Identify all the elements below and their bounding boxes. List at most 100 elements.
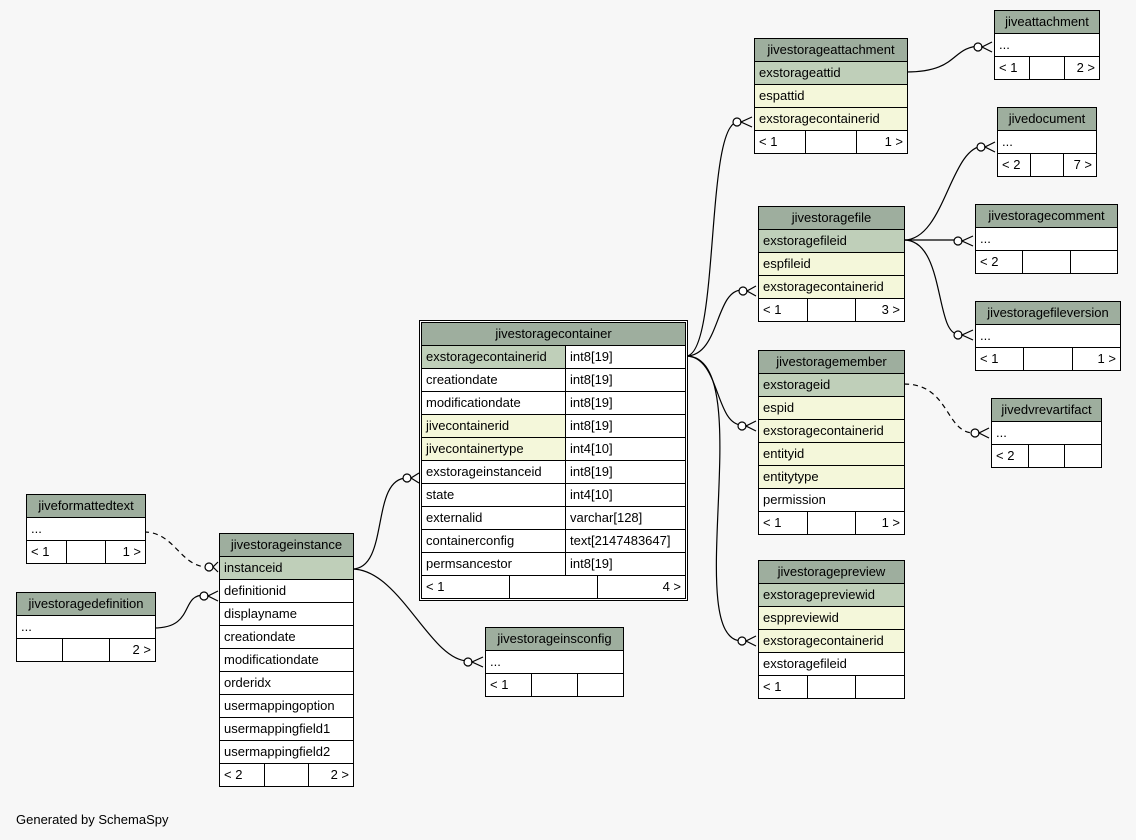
parents-link[interactable]: < 1 <box>426 579 445 594</box>
column-row[interactable]: ... <box>992 422 1101 445</box>
column-row[interactable]: ... <box>976 325 1120 348</box>
parents-link[interactable]: < 1 <box>999 60 1018 75</box>
table-jiveformattedtext[interactable]: jiveformattedtext... < 1 1 > <box>26 494 146 564</box>
column-row[interactable]: instanceid <box>220 557 353 580</box>
column-row[interactable]: espfileid <box>759 253 904 276</box>
children-link[interactable]: 1 > <box>1071 348 1120 370</box>
children-link[interactable]: 1 > <box>105 541 145 563</box>
column-row[interactable]: permission <box>759 489 904 512</box>
parents-link[interactable] <box>17 639 62 661</box>
parents-link[interactable]: < 1 <box>980 351 999 366</box>
table-title[interactable]: jivestoragepreview <box>759 561 904 584</box>
children-link[interactable]: 1 > <box>856 131 907 153</box>
parents-link[interactable]: < 2 <box>1002 157 1021 172</box>
table-title[interactable]: jivestorageattachment <box>755 39 907 62</box>
table-title[interactable]: jivestoragefileversion <box>976 302 1120 325</box>
children-link[interactable] <box>1064 445 1101 467</box>
column-row[interactable]: entitytype <box>759 466 904 489</box>
column-row[interactable]: exstoragefileid <box>759 230 904 253</box>
column-row[interactable]: exstoragecontainerid <box>759 420 904 443</box>
column-row[interactable]: creationdate <box>220 626 353 649</box>
table-jivestorageinsconfig[interactable]: jivestorageinsconfig... < 1 <box>485 627 624 697</box>
column-row[interactable]: ... <box>976 228 1117 251</box>
children-link[interactable]: 2 > <box>308 764 353 786</box>
column-name: modificationdate <box>426 395 521 410</box>
column-row[interactable]: displayname <box>220 603 353 626</box>
table-title[interactable]: jivestoragedefinition <box>17 593 155 616</box>
column-row[interactable]: modificationdate <box>220 649 353 672</box>
parents-link[interactable]: < 1 <box>490 677 509 692</box>
column-row[interactable]: exstorageattid <box>755 62 907 85</box>
table-jivedocument[interactable]: jivedocument... < 2 7 > <box>997 107 1097 177</box>
column-row[interactable]: exstoragepreviewid <box>759 584 904 607</box>
column-row[interactable]: ... <box>27 518 145 541</box>
table-jivestoragecomment[interactable]: jivestoragecomment... < 2 <box>975 204 1118 274</box>
table-title[interactable]: jivedvrevartifact <box>992 399 1101 422</box>
parents-link[interactable]: < 1 <box>763 679 782 694</box>
column-row[interactable]: exstoragecontainerid <box>759 276 904 299</box>
column-row[interactable]: ... <box>995 34 1099 57</box>
column-row[interactable]: usermappingfield1 <box>220 718 353 741</box>
column-row[interactable]: entityid <box>759 443 904 466</box>
column-row[interactable]: exstoragefileid <box>759 653 904 676</box>
children-link[interactable]: 4 > <box>597 576 685 598</box>
table-title[interactable]: jivestoragemember <box>759 351 904 374</box>
column-row[interactable]: esppreviewid <box>759 607 904 630</box>
table-title[interactable]: jivestoragecomment <box>976 205 1117 228</box>
table-title[interactable]: jivestorageinsconfig <box>486 628 623 651</box>
parents-link[interactable]: < 2 <box>224 767 243 782</box>
column-row[interactable]: ... <box>17 616 155 639</box>
parents-link[interactable]: < 1 <box>763 302 782 317</box>
children-link[interactable]: 7 > <box>1063 154 1096 176</box>
children-link[interactable]: 2 > <box>108 639 155 661</box>
parents-link[interactable]: < 2 <box>980 254 999 269</box>
table-title[interactable]: jivestoragefile <box>759 207 904 230</box>
column-row[interactable]: exstoragecontainerid <box>759 630 904 653</box>
column-row[interactable]: orderidx <box>220 672 353 695</box>
column-row[interactable]: exstoragecontainerid <box>755 108 907 131</box>
column-row[interactable]: espid <box>759 397 904 420</box>
children-link[interactable] <box>577 674 623 696</box>
table-jivestoragefileversion[interactable]: jivestoragefileversion... < 1 1 > <box>975 301 1121 371</box>
children-link[interactable] <box>855 676 904 698</box>
column-row[interactable]: exstorageid <box>759 374 904 397</box>
children-link[interactable]: 2 > <box>1064 57 1099 79</box>
table-title[interactable]: jivestorageinstance <box>220 534 353 557</box>
table-title[interactable]: jivedocument <box>998 108 1096 131</box>
children-link[interactable]: 3 > <box>855 299 904 321</box>
column-row[interactable]: definitionid <box>220 580 353 603</box>
column-row[interactable]: ... <box>486 651 623 674</box>
table-title[interactable]: jiveattachment <box>995 11 1099 34</box>
table-jivestoragedefinition[interactable]: jivestoragedefinition...2 > <box>16 592 156 662</box>
parents-link[interactable]: < 2 <box>996 448 1015 463</box>
column-row[interactable]: usermappingoption <box>220 695 353 718</box>
table-jivedvrevartifact[interactable]: jivedvrevartifact... < 2 <box>991 398 1102 468</box>
table-title[interactable]: jivestoragecontainer <box>422 323 685 346</box>
parents-link[interactable]: < 1 <box>759 134 778 149</box>
parents-link[interactable]: < 1 <box>763 515 782 530</box>
table-title[interactable]: jiveformattedtext <box>27 495 145 518</box>
column-row[interactable]: ... <box>998 131 1096 154</box>
table-jiveattachment[interactable]: jiveattachment... < 1 2 > <box>994 10 1100 80</box>
column-row[interactable]: espattid <box>755 85 907 108</box>
children-link[interactable] <box>1069 251 1117 273</box>
parents-link[interactable]: < 1 <box>31 544 50 559</box>
column-row[interactable]: usermappingfield2 <box>220 741 353 764</box>
children-link[interactable]: 1 > <box>855 512 904 534</box>
